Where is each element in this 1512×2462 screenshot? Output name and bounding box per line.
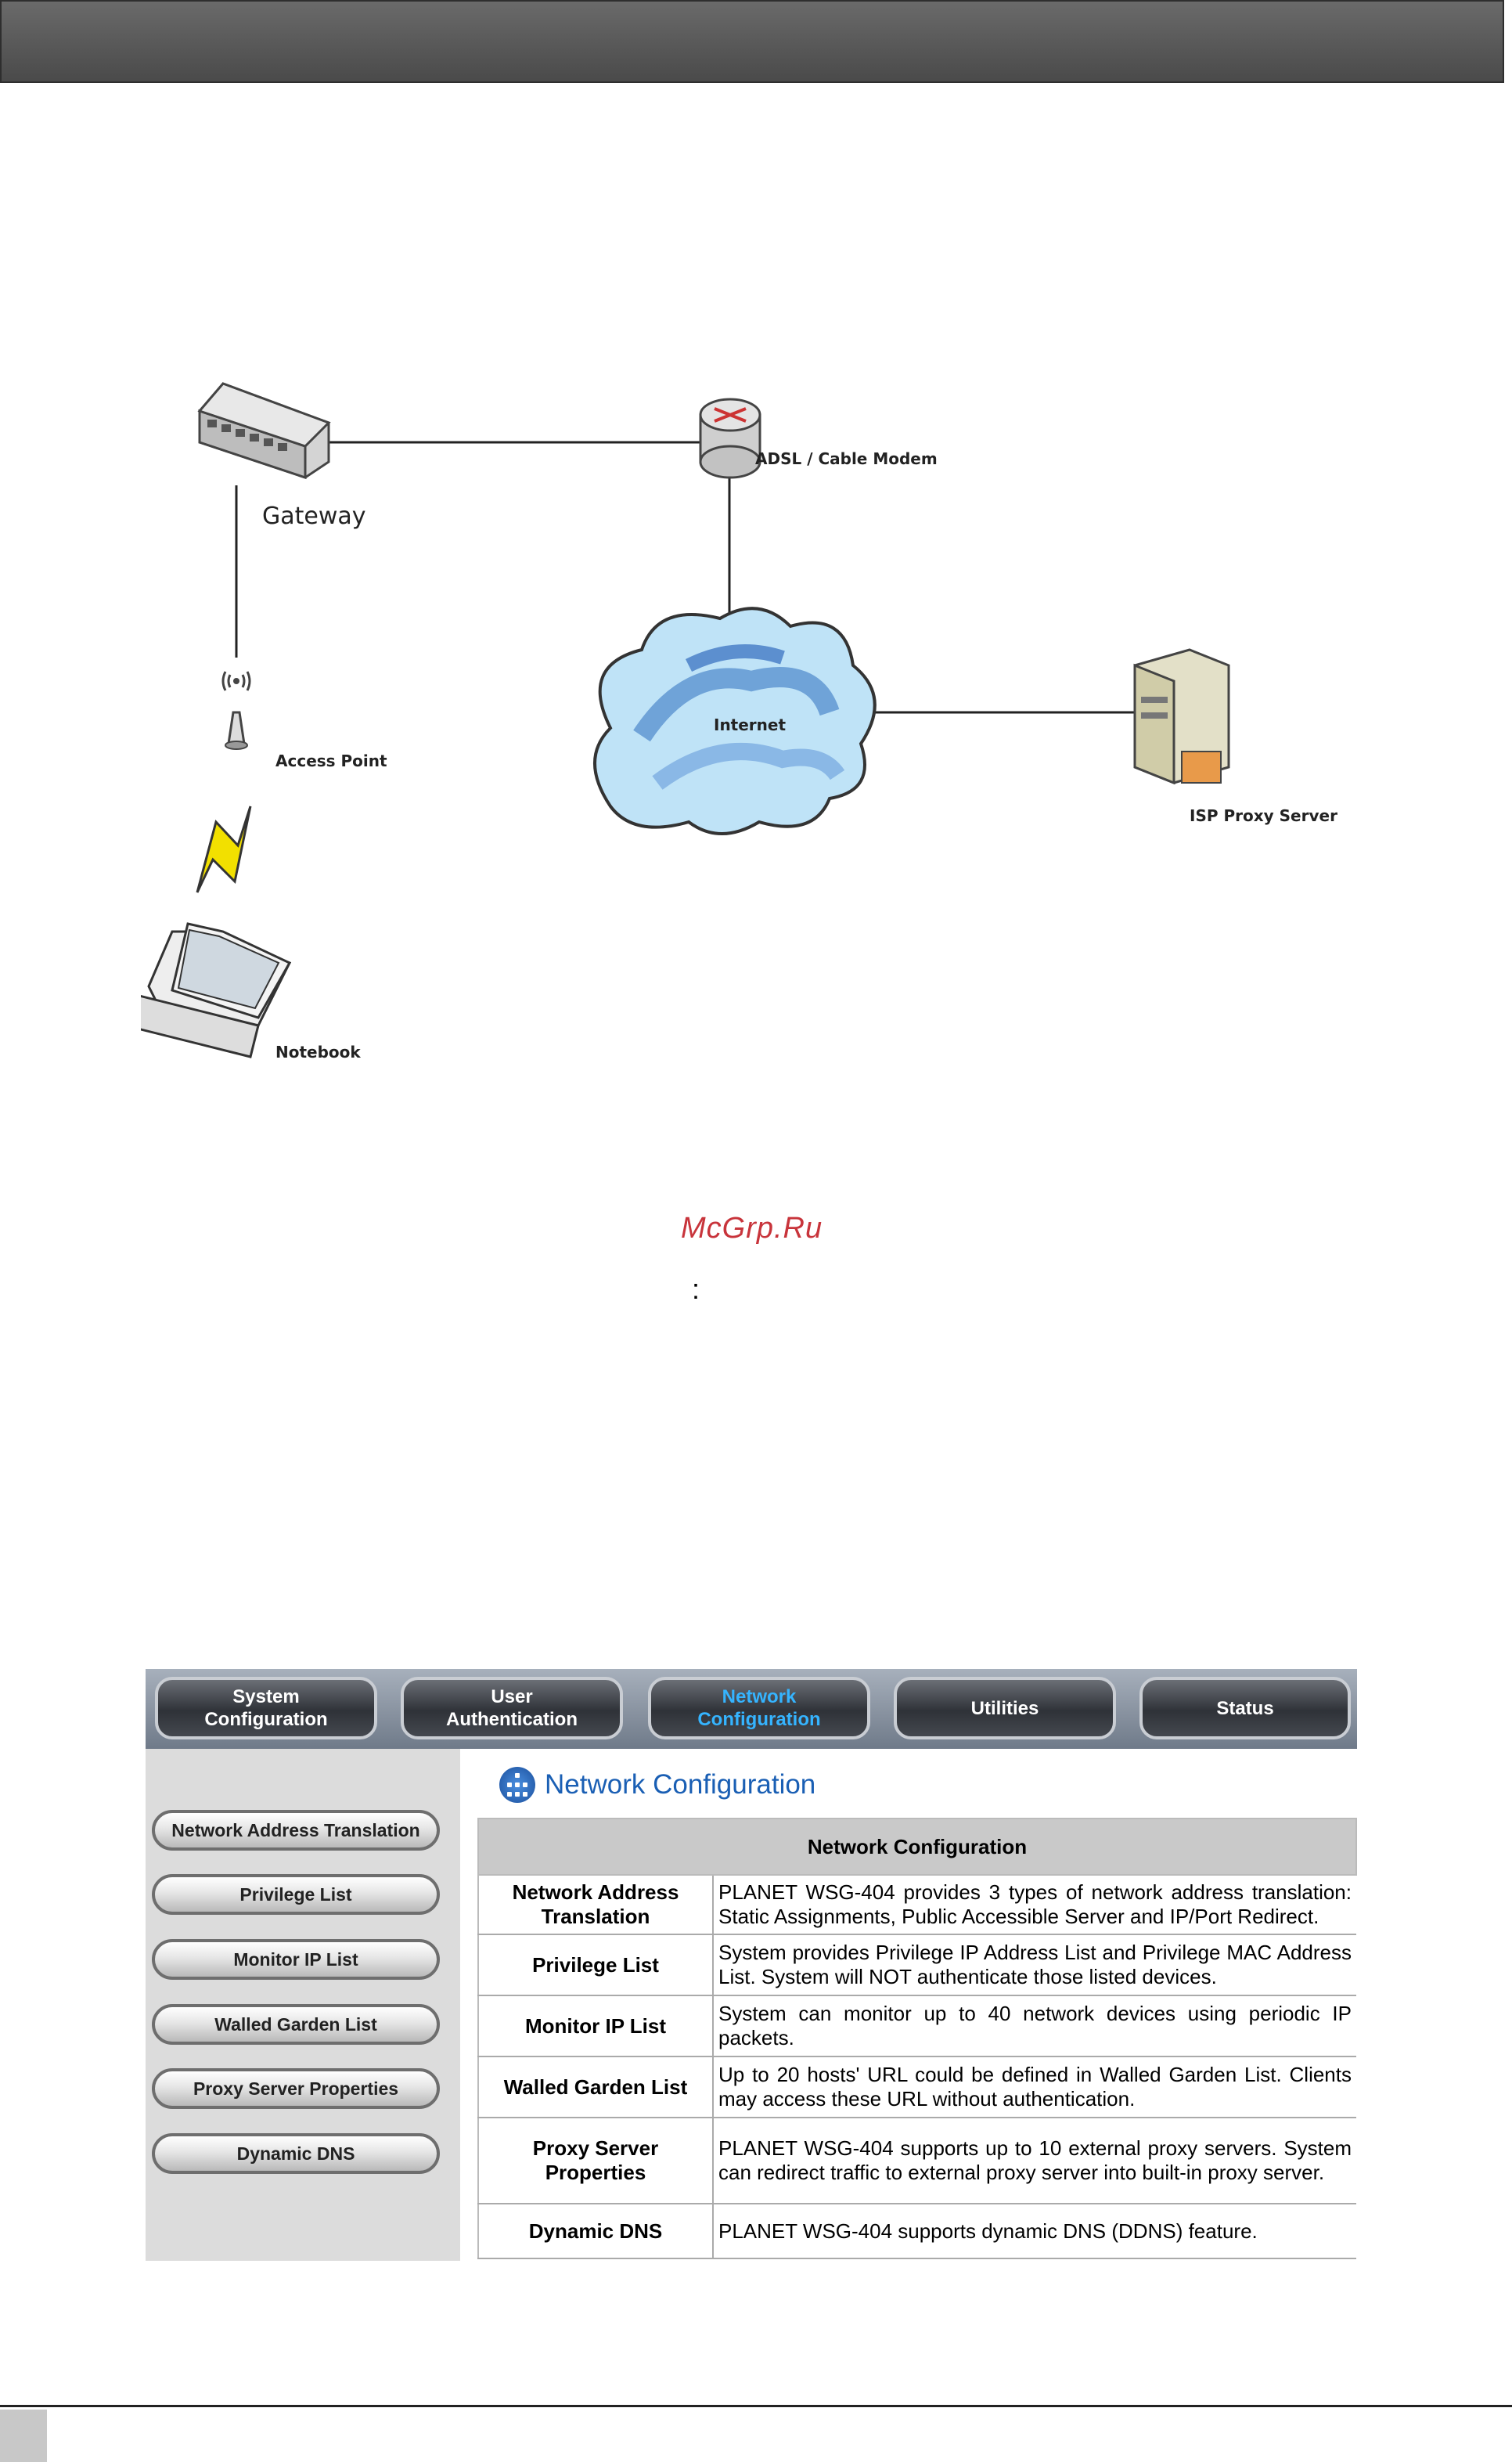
modem-icon <box>699 398 761 479</box>
network-icon <box>499 1767 535 1803</box>
internet-label: Internet <box>714 716 787 734</box>
access-point-label: Access Point <box>275 752 387 770</box>
proxy-server-icon <box>1133 648 1230 785</box>
table-row: Walled Garden List Up to 20 hosts' URL c… <box>477 2056 1356 2118</box>
tab-system-configuration[interactable]: System Configuration <box>155 1677 377 1739</box>
table-row: Monitor IP List System can monitor up to… <box>477 1995 1356 2057</box>
diagram-svg <box>124 382 1230 1058</box>
page-title: Network Configuration <box>499 1761 815 1808</box>
proxy-server-label: ISP Proxy Server <box>1190 806 1337 825</box>
table-row: Network Address Translation PLANET WSG-4… <box>477 1874 1356 1935</box>
gateway-icon <box>197 382 331 480</box>
footer-block <box>0 2410 47 2462</box>
tab-status[interactable]: Status <box>1139 1677 1351 1739</box>
table-row: Dynamic DNS PLANET WSG-404 supports dyna… <box>477 2203 1356 2259</box>
sidebar-item-monitor-ip-list[interactable]: Monitor IP List <box>152 1939 440 1980</box>
wireless-signal-icon <box>196 806 252 893</box>
row-name: Privilege List <box>477 1934 714 1996</box>
table-row: Privilege List System provides Privilege… <box>477 1934 1356 1996</box>
table-row: Proxy Server Properties PLANET WSG-404 s… <box>477 2117 1356 2204</box>
network-configuration-table: Network Configuration Network Address Tr… <box>477 1818 1357 2259</box>
network-configuration-ui: System Configuration User Authentication… <box>146 1669 1357 2261</box>
table-header: Network Configuration <box>477 1818 1357 1876</box>
row-name: Proxy Server Properties <box>477 2117 714 2204</box>
page-title-text: Network Configuration <box>545 1769 816 1800</box>
sidebar: Network Address Translation Privilege Li… <box>146 1749 460 2261</box>
sidebar-item-proxy-server-properties[interactable]: Proxy Server Properties <box>152 2068 440 2109</box>
sidebar-item-privilege-list[interactable]: Privilege List <box>152 1874 440 1915</box>
notebook-icon <box>124 922 292 1058</box>
sidebar-item-network-address-translation[interactable]: Network Address Translation <box>152 1810 440 1851</box>
access-point-icon <box>221 671 251 750</box>
tab-utilities[interactable]: Utilities <box>894 1677 1116 1739</box>
modem-label: ADSL / Cable Modem <box>755 449 938 468</box>
tab-user-authentication[interactable]: User Authentication <box>401 1677 623 1739</box>
watermark-text: McGrp.Ru <box>681 1212 823 1245</box>
row-name: Dynamic DNS <box>477 2203 714 2259</box>
row-name: Network Address Translation <box>477 1874 714 1935</box>
tab-network-configuration[interactable]: Network Configuration <box>648 1677 870 1739</box>
row-description: Up to 20 hosts' URL could be defined in … <box>713 2056 1356 2118</box>
colon-text: : <box>692 1273 700 1305</box>
row-name: Monitor IP List <box>477 1995 714 2057</box>
row-description: PLANET WSG-404 provides 3 types of netwo… <box>713 1874 1356 1935</box>
internet-cloud-icon <box>593 607 877 835</box>
footer-rule <box>0 2405 1512 2407</box>
notebook-label: Notebook <box>275 1043 361 1062</box>
sidebar-item-dynamic-dns[interactable]: Dynamic DNS <box>152 2133 440 2174</box>
sidebar-item-walled-garden-list[interactable]: Walled Garden List <box>152 2004 440 2045</box>
row-description: PLANET WSG-404 supports up to 10 externa… <box>713 2117 1356 2204</box>
top-tab-bar: System Configuration User Authentication… <box>146 1669 1357 1749</box>
row-name: Walled Garden List <box>477 2056 714 2118</box>
row-description: System can monitor up to 40 network devi… <box>713 1995 1356 2057</box>
row-description: System provides Privilege IP Address Lis… <box>713 1934 1356 1996</box>
gateway-label: Gateway <box>262 503 366 530</box>
page-header-bar <box>0 0 1504 83</box>
network-diagram: Gateway ADSL / Cable Modem Access Point … <box>124 368 1362 1088</box>
row-description: PLANET WSG-404 supports dynamic DNS (DDN… <box>713 2203 1356 2259</box>
